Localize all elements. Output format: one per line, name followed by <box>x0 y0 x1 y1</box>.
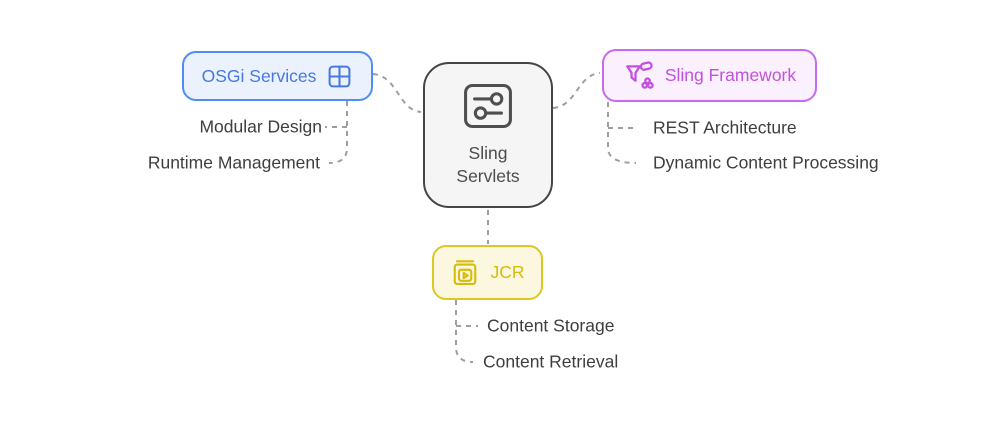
sling-child-rest-architecture: REST Architecture <box>653 117 797 138</box>
connector-osgi-center <box>372 73 422 113</box>
sliders-icon <box>463 83 513 129</box>
node-osgi-services[interactable]: OSGi Services <box>182 51 373 101</box>
node-label: OSGi Services <box>201 65 317 86</box>
node-label: JCR <box>490 262 525 282</box>
media-library-icon <box>450 258 480 288</box>
funnel-icon <box>623 60 655 92</box>
connector-center-sling <box>552 72 601 109</box>
connector-jcr-children <box>455 300 474 363</box>
sling-child-dynamic-content-processing: Dynamic Content Processing <box>653 152 879 173</box>
osgi-child-runtime-management: Runtime Management <box>147 152 320 173</box>
node-jcr[interactable]: JCR <box>432 245 543 300</box>
node-label: Sling Servlets <box>456 142 520 186</box>
node-label: Sling Framework <box>664 65 797 85</box>
jcr-child-content-storage: Content Storage <box>487 315 615 336</box>
jcr-child-content-retrieval: Content Retrieval <box>483 351 619 372</box>
node-sling-framework[interactable]: Sling Framework <box>602 49 817 102</box>
connector-sling-children <box>607 102 637 164</box>
osgi-child-modular-design: Modular Design <box>199 116 322 137</box>
node-sling-servlets[interactable]: Sling Servlets <box>423 62 553 208</box>
grid-icon <box>326 63 353 90</box>
connector-osgi-children <box>328 101 348 164</box>
